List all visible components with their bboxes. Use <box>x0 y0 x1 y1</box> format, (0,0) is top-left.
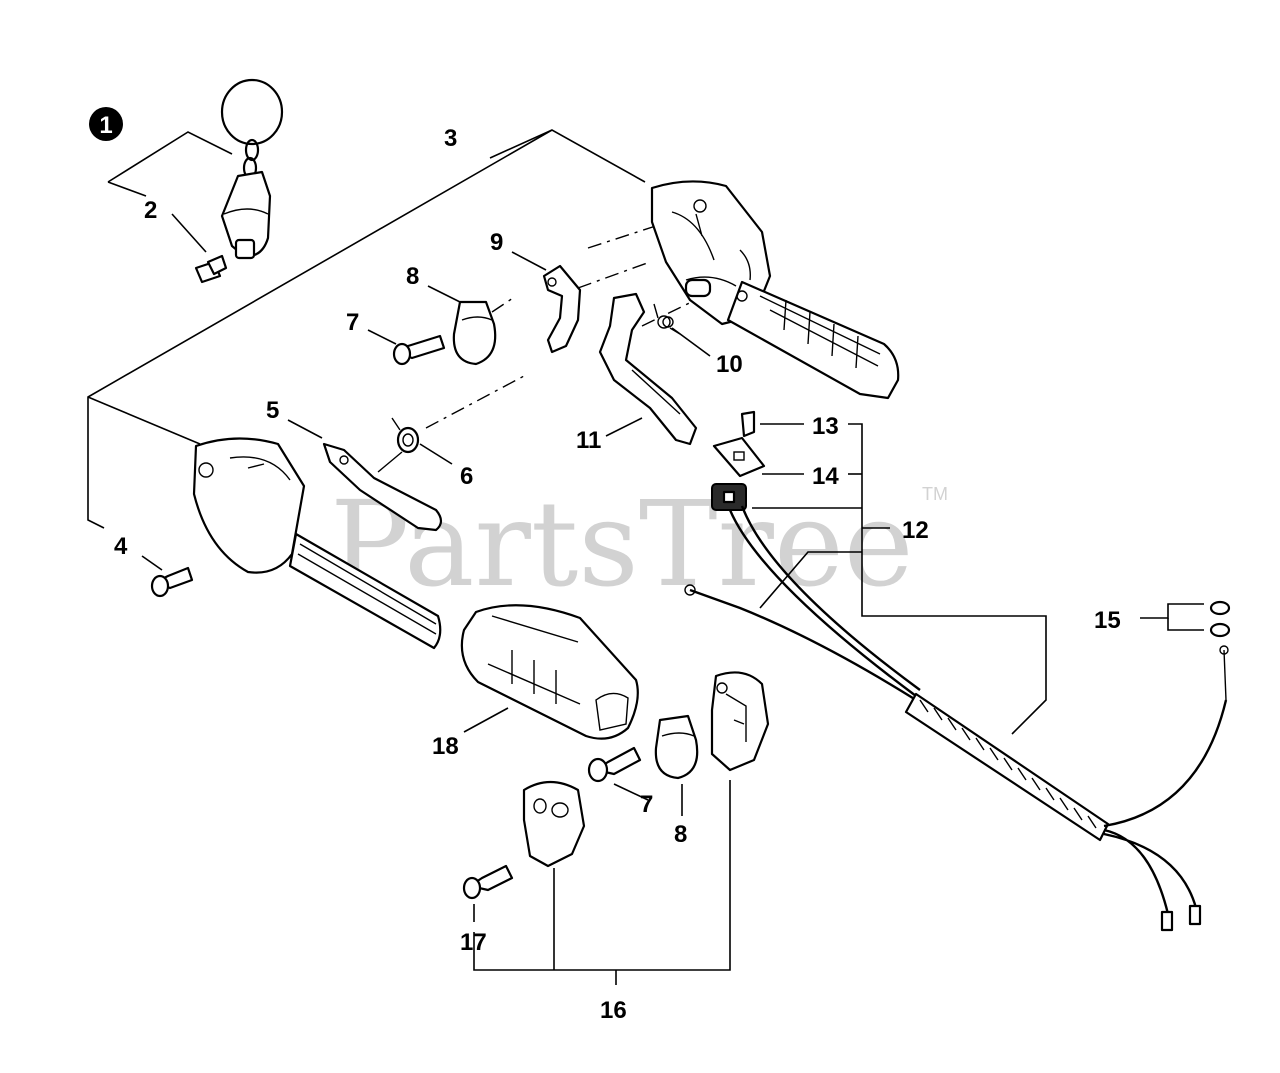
watermark-text: PartsTree <box>330 475 914 613</box>
bolt-part <box>194 254 228 284</box>
callout-7-lower: 7 <box>640 791 653 818</box>
grommet-parts <box>1209 600 1231 638</box>
callout-6: 6 <box>460 463 473 490</box>
lock-lever-part <box>542 264 582 354</box>
torsion-spring-part <box>653 303 681 335</box>
leader-lines <box>87 129 1204 985</box>
return-spring-part <box>377 417 420 473</box>
handle-end-cap-part <box>710 671 770 772</box>
callout-1: 1 <box>89 107 123 141</box>
callout-16: 16 <box>600 997 627 1024</box>
bolt-part-4 <box>150 566 194 598</box>
callout-12: 12 <box>902 517 929 544</box>
callout-18: 18 <box>432 733 459 760</box>
callout-2: 2 <box>144 197 157 224</box>
callout-4: 4 <box>114 533 128 560</box>
clamp-band-part-lower <box>654 714 699 780</box>
callout-15: 15 <box>1094 607 1121 634</box>
callout-5: 5 <box>266 397 279 424</box>
callout-13: 13 <box>812 413 839 440</box>
bolt-part-top <box>392 334 446 366</box>
screw-part-13 <box>740 410 756 438</box>
clamp-band-part-top <box>452 300 497 366</box>
svg-text:1: 1 <box>99 112 112 139</box>
throttle-trigger-part <box>598 292 698 446</box>
watermark-trademark: TM <box>922 484 948 504</box>
callout-3: 3 <box>444 125 457 152</box>
bolt-part-lower <box>587 746 642 783</box>
callout-14: 14 <box>812 463 839 490</box>
ring-clamp-part <box>220 78 284 260</box>
bolt-part-17 <box>462 864 514 900</box>
grip-sleeve-part <box>460 604 639 740</box>
callout-8-top: 8 <box>406 263 419 290</box>
wiring-harness-part <box>684 483 1229 932</box>
handle-housing-part <box>650 180 900 400</box>
callout-7-top: 7 <box>346 309 359 336</box>
switch-plate-part <box>712 436 766 478</box>
callout-10: 10 <box>716 351 743 378</box>
front-cap-part <box>522 780 586 868</box>
lockout-lever-part <box>322 442 443 532</box>
callout-11: 11 <box>576 427 601 454</box>
callout-8-lower: 8 <box>674 821 687 848</box>
callout-17: 17 <box>460 929 487 956</box>
handle-shell-part <box>192 437 442 650</box>
callout-9: 9 <box>490 229 503 256</box>
